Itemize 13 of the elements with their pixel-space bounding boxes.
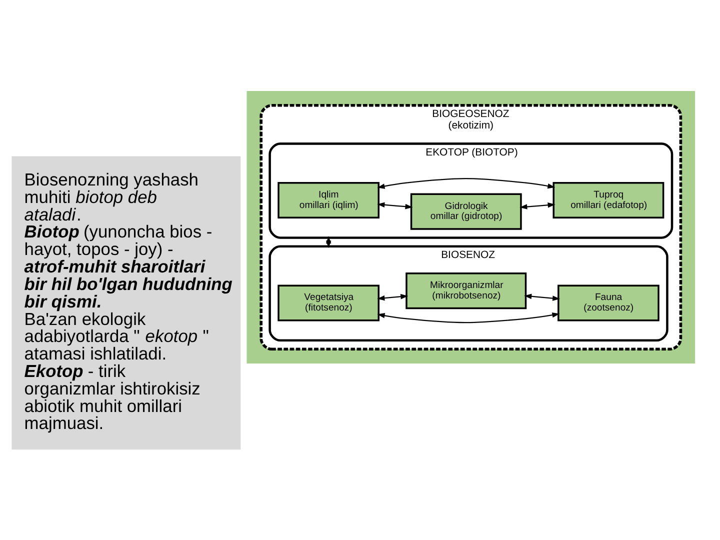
arrow bbox=[377, 202, 413, 210]
node-box: Gidrologik omillar (gidrotop) bbox=[410, 193, 522, 230]
arrow bbox=[524, 294, 560, 301]
node-box: Vegetatsiya (fitotsenoz) bbox=[278, 284, 380, 322]
arrow bbox=[377, 294, 408, 301]
node-box: Iqlim omillari (iqlim) bbox=[278, 182, 380, 219]
node-box: Tuproq omillari (edafotop) bbox=[552, 182, 664, 219]
arrow bbox=[377, 178, 556, 189]
node-box: Mikroorganizmlar (mikrobotsenoz) bbox=[406, 272, 527, 310]
node-box: Fauna (zootsenoz) bbox=[558, 284, 660, 322]
node-box: Biosenozning yashash muhiti biotop deb ataladi. Biotop (yunoncha bios - hayot, topos - joy) - atrof-muhit sharoitlari bir hil bo'lgan hududning bir qismi. Ba'zan ekologik adabiyotlarda " ekotop " atamasi ishlatiladi. Ekotop - tirik organizmlar ishtirokisiz abiotik muhit omillari majmuasi. bbox=[12, 156, 241, 450]
arrow bbox=[377, 312, 560, 324]
arrow bbox=[520, 202, 556, 210]
